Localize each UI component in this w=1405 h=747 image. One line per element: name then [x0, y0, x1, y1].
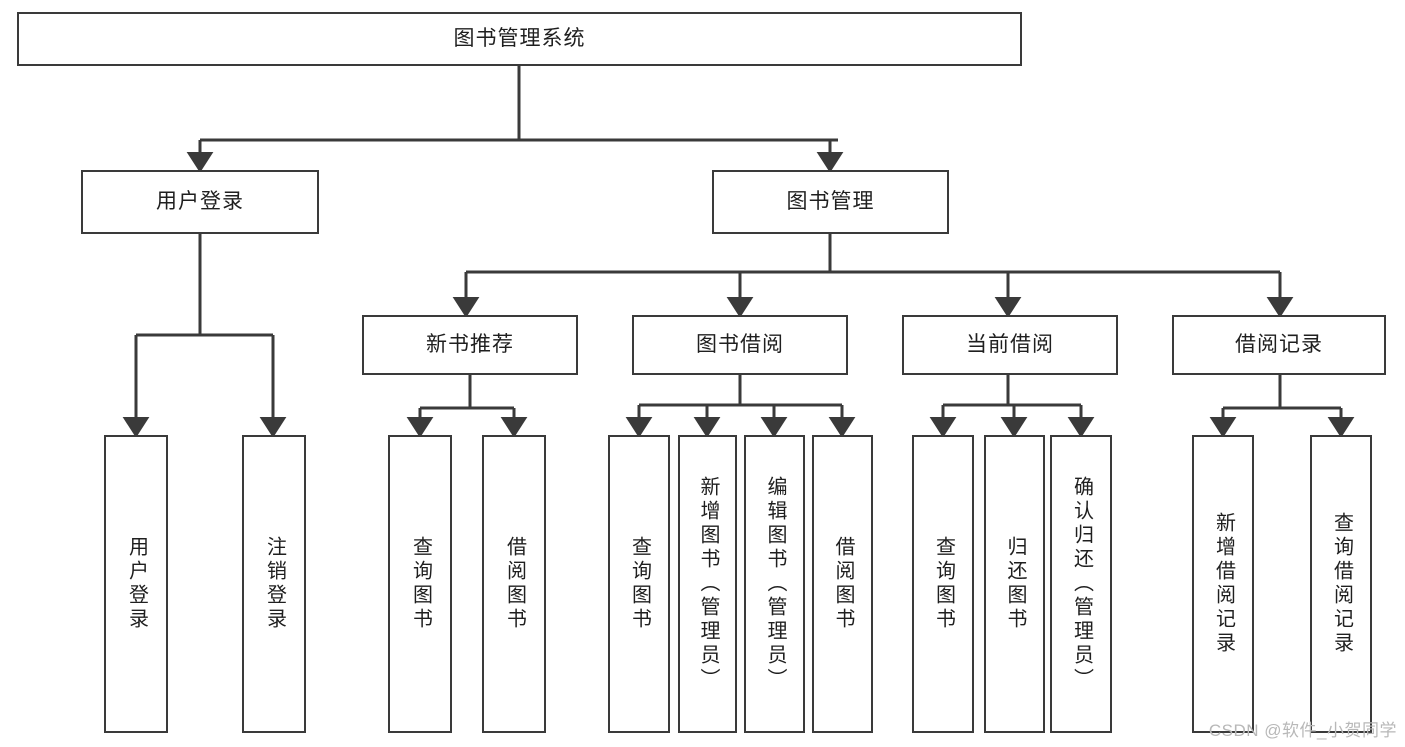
node-leaf-return-book-label: 归还图书	[1004, 536, 1026, 632]
node-book-borrow-label: 图书借阅	[696, 333, 784, 357]
node-leaf-confirm-return-admin-label: 确认归还（管理员）	[1070, 476, 1093, 692]
node-leaf-query-book-2[interactable]: 查询图书	[608, 435, 670, 733]
node-user-login[interactable]: 用户登录	[81, 170, 319, 234]
node-leaf-query-book-1-label: 查询图书	[409, 536, 432, 632]
node-book-management[interactable]: 图书管理	[712, 170, 949, 234]
node-user-login-label: 用户登录	[156, 190, 244, 214]
node-leaf-add-book-admin-label: 新增图书（管理员）	[697, 476, 719, 692]
node-leaf-add-borrow-record[interactable]: 新增借阅记录	[1192, 435, 1254, 733]
node-leaf-logout[interactable]: 注销登录	[242, 435, 306, 733]
node-borrow-record[interactable]: 借阅记录	[1172, 315, 1386, 375]
node-leaf-borrow-book-1-label: 借阅图书	[503, 536, 526, 632]
node-leaf-query-book-2-label: 查询图书	[628, 536, 651, 632]
node-leaf-query-book-3-label: 查询图书	[932, 536, 955, 632]
node-leaf-query-book-1[interactable]: 查询图书	[388, 435, 452, 733]
node-leaf-query-borrow-record[interactable]: 查询借阅记录	[1310, 435, 1372, 733]
csdn-watermark: CSDN @软件_小贺同学	[1208, 721, 1397, 740]
node-leaf-confirm-return-admin[interactable]: 确认归还（管理员）	[1050, 435, 1112, 733]
node-leaf-return-book[interactable]: 归还图书	[984, 435, 1045, 733]
node-leaf-user-login[interactable]: 用户登录	[104, 435, 168, 733]
node-leaf-add-borrow-record-label: 新增借阅记录	[1212, 512, 1235, 656]
node-leaf-query-borrow-record-label: 查询借阅记录	[1330, 512, 1353, 656]
node-current-borrow-label: 当前借阅	[966, 333, 1054, 357]
node-leaf-query-book-3[interactable]: 查询图书	[912, 435, 974, 733]
node-root-label: 图书管理系统	[453, 27, 586, 51]
node-book-borrow[interactable]: 图书借阅	[632, 315, 848, 375]
node-current-borrow[interactable]: 当前借阅	[902, 315, 1118, 375]
node-root[interactable]: 图书管理系统	[17, 12, 1022, 66]
node-leaf-borrow-book-1[interactable]: 借阅图书	[482, 435, 546, 733]
node-leaf-logout-label: 注销登录	[263, 536, 286, 632]
node-new-book-recommend-label: 新书推荐	[426, 333, 514, 357]
node-leaf-user-login-label: 用户登录	[125, 536, 148, 632]
node-leaf-borrow-book-2-label: 借阅图书	[832, 536, 854, 632]
node-borrow-record-label: 借阅记录	[1235, 333, 1323, 357]
node-leaf-add-book-admin[interactable]: 新增图书（管理员）	[678, 435, 737, 733]
node-new-book-recommend[interactable]: 新书推荐	[362, 315, 578, 375]
node-leaf-borrow-book-2[interactable]: 借阅图书	[812, 435, 873, 733]
node-book-management-label: 图书管理	[786, 190, 875, 214]
node-leaf-edit-book-admin-label: 编辑图书（管理员）	[764, 476, 786, 692]
node-leaf-edit-book-admin[interactable]: 编辑图书（管理员）	[744, 435, 805, 733]
